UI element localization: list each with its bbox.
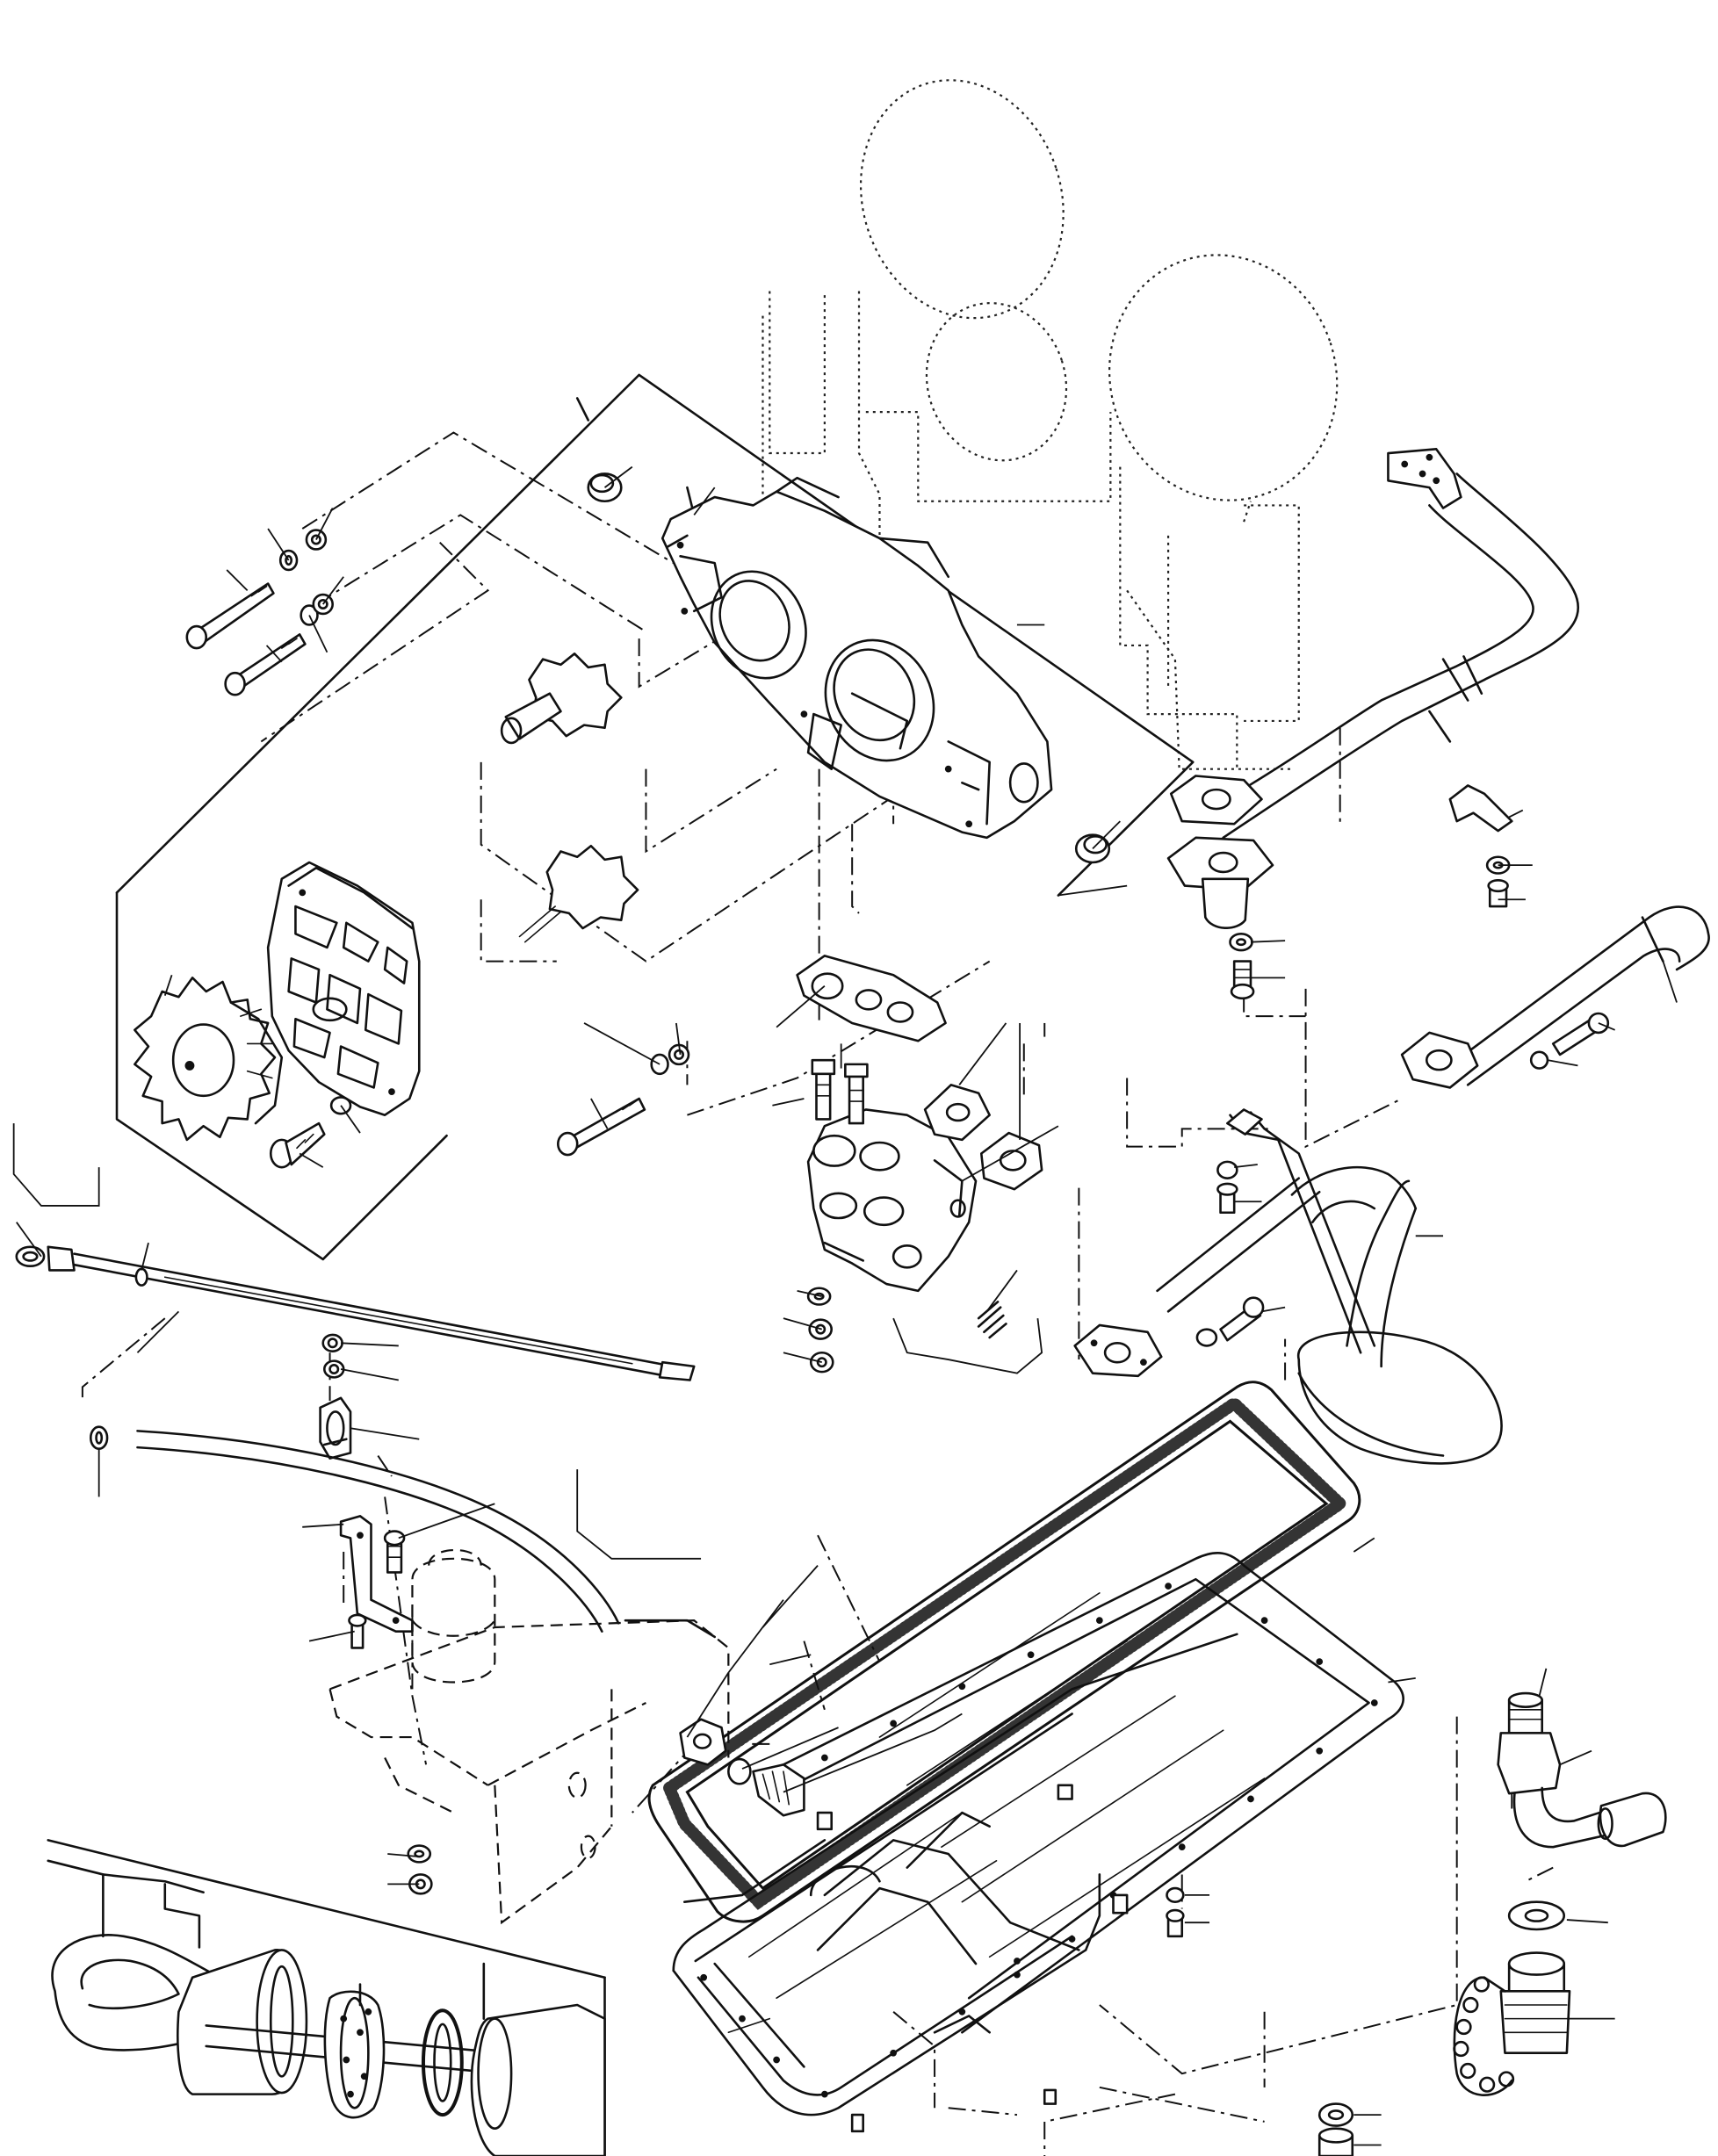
pan-drain-plug [1319, 2104, 1353, 2156]
suction-pipe-bolt [1531, 1013, 1608, 1069]
relief-spring [978, 1302, 1006, 1338]
relief-valve-housing [808, 1109, 976, 1290]
drain-plug-with-chain [1455, 1953, 1570, 2095]
strainer-flange [1075, 1325, 1162, 1376]
dipstick-grommets [323, 1335, 343, 1377]
dipstick-detail-inset [48, 1840, 605, 2156]
pump-cover-screw [271, 1097, 350, 1167]
oil-strainer-pickup [1158, 1109, 1502, 1463]
oil-suction-pipe-right [1402, 907, 1709, 1088]
relief-valve-plunger-left [812, 1060, 834, 1119]
oil-pump-body [662, 478, 1051, 838]
callout-leader-lines [14, 467, 1677, 2145]
sump-reference-lines [625, 1620, 825, 1902]
dipstick-clamp [321, 1398, 350, 1459]
oil-pump-drive-sprocket [134, 977, 281, 1140]
pump-mounting-bolts [187, 530, 333, 696]
drain-hose [1498, 1693, 1666, 1847]
suction-flange-gasket [798, 955, 946, 1041]
engine-block-phantom-outline [762, 54, 1368, 769]
oil-pan-gasket [649, 1382, 1360, 1922]
dipstick-tube-bracket [341, 1516, 412, 1648]
strainer-bracket-bolts [1197, 1162, 1263, 1346]
corner-mount-nuts [408, 1846, 432, 1894]
crankcase-corner-phantom [330, 1550, 729, 1922]
pump-drive-gear [502, 653, 621, 743]
oil-pump-assembly-frame [117, 375, 1193, 1259]
oil-delivery-pipe-upper [1209, 449, 1578, 838]
flange-bolt-and-washer [1230, 934, 1253, 998]
drain-washer [1509, 1902, 1564, 1929]
dipstick [17, 1247, 694, 1381]
oil-pan [674, 1553, 1404, 2131]
relief-valve-plunger-right [845, 1064, 867, 1123]
relief-valve-gasket-lower [981, 1133, 1042, 1189]
delivery-pipe-flange-gasket [1171, 775, 1261, 824]
delivery-pipe-flange [1168, 838, 1273, 928]
strainer-mounting-bolt [558, 1045, 689, 1155]
relief-valve-gasket-right [925, 1085, 990, 1140]
pump-driven-gear [519, 846, 638, 941]
pump-cover-plate [268, 862, 419, 1115]
housing-nuts [808, 1288, 833, 1372]
oil-pan-bolts [1058, 1785, 1183, 1936]
pipe-bracket-clip [1450, 785, 1512, 906]
